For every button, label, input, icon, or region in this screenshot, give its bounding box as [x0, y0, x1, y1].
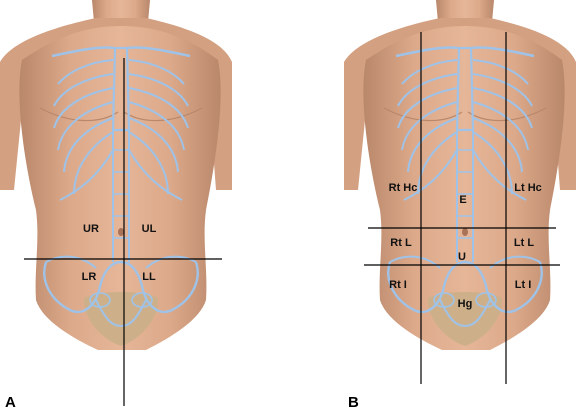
region-label-hg: Hg	[458, 298, 473, 310]
region-label-lr: LR	[82, 271, 97, 283]
torso-illustration-a	[0, 0, 234, 352]
region-label-rt-hc: Rt Hc	[389, 182, 418, 194]
region-label-ur: UR	[83, 223, 99, 235]
region-label-u: U	[458, 251, 466, 263]
region-label-lt-i: Lt I	[515, 279, 532, 291]
region-label-lt-hc: Lt Hc	[514, 182, 542, 194]
panel-label-a: A	[5, 394, 16, 411]
region-label-e: E	[459, 194, 466, 206]
region-label-lt-l: Lt L	[514, 237, 534, 249]
region-label-rt-i: Rt I	[389, 279, 407, 291]
region-label-ll: LL	[142, 271, 156, 283]
panel-label-b: B	[348, 394, 359, 411]
region-label-ul: UL	[142, 223, 157, 235]
region-label-rt-l: Rt L	[390, 237, 412, 249]
